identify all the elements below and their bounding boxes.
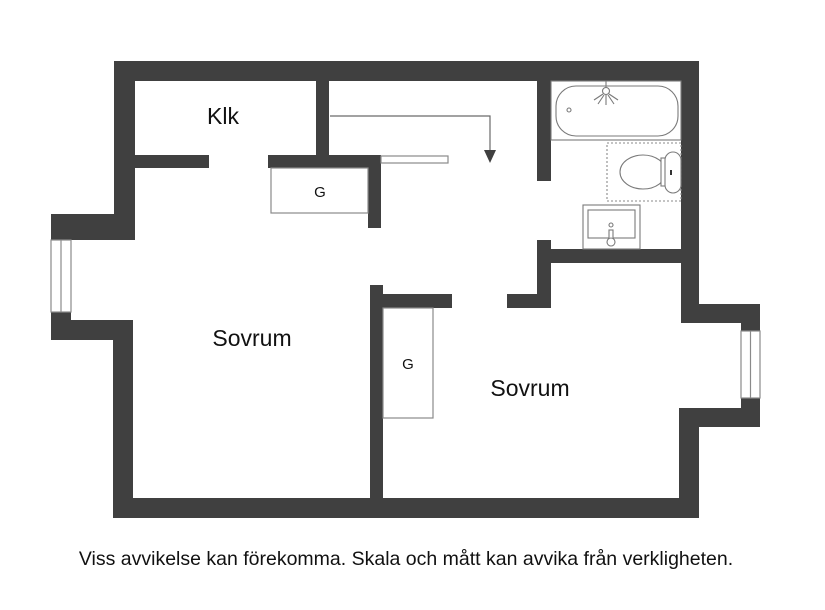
outer-walls — [51, 61, 760, 518]
shower-head-icon — [593, 81, 619, 105]
interior-walls — [135, 81, 681, 500]
washbasin — [582, 204, 641, 250]
disclaimer-text: Viss avvikelse kan förekomma. Skala och … — [78, 548, 734, 570]
entrance-arrow-icon — [330, 115, 496, 163]
window-left — [50, 239, 72, 313]
wardrobe-upper-label: G — [314, 184, 326, 201]
sliding-door — [380, 155, 449, 164]
toilet — [606, 142, 682, 202]
wardrobe-lower-label: G — [402, 356, 414, 373]
room-label-sovrum-2: Sovrum — [490, 375, 569, 401]
room-label-klk: Klk — [207, 103, 239, 129]
window-right — [740, 330, 761, 399]
wardrobe-lower: G — [382, 307, 434, 419]
wardrobe-upper: G — [270, 167, 369, 214]
bathtub — [550, 80, 682, 141]
room-label-sovrum-1: Sovrum — [212, 325, 291, 351]
